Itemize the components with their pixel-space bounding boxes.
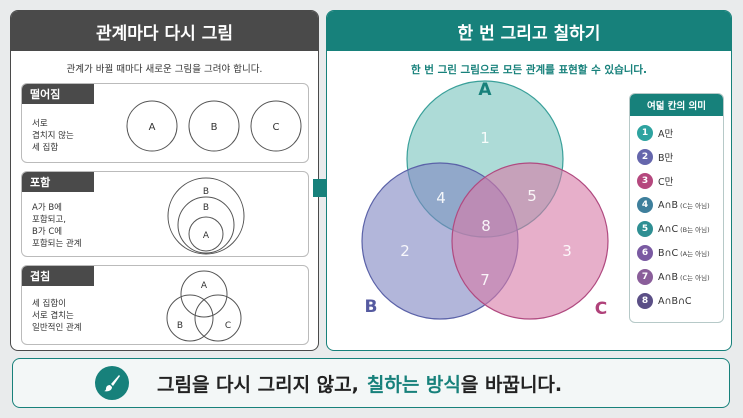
banner-text: 그림을 다시 그리지 않고, (157, 373, 359, 396)
legend-item: 8 A∩B∩C (637, 292, 692, 310)
left-panel-subtitle: 관계가 바뀔 때마다 새로운 그림을 그려야 합니다. (66, 64, 263, 75)
banner-highlight: 칠하는 방식 (366, 373, 461, 396)
legend-item: 2 B만 (637, 148, 673, 166)
legend-item: 1 A만 (637, 124, 673, 142)
relation-tag: 떨어짐 (22, 84, 94, 104)
venn-region-7: 7 (480, 271, 490, 289)
set-circle (188, 216, 224, 252)
legend-label: B만 (658, 153, 674, 164)
set-circle (166, 294, 214, 342)
venn-region-4: 4 (436, 189, 446, 207)
relation-tag: 포함 (22, 172, 94, 192)
venn-region-8: 8 (481, 217, 491, 235)
legend-number: 4 (637, 197, 653, 213)
left-panel: 관계마다 다시 그림 관계가 바뀔 때마다 새로운 그림을 그려야 합니다. 떨… (10, 10, 319, 351)
overlap-sets-diagram: A B C (166, 270, 242, 342)
set-circle (188, 100, 240, 152)
venn-label-c: C (595, 299, 607, 319)
legend-label: A∩B∩C (658, 295, 692, 307)
set-circle (126, 100, 178, 152)
legend-item: 3 C만 (637, 172, 673, 190)
legend-label: A∩C (658, 223, 679, 235)
set-label: B (177, 321, 183, 331)
legend-label: A만 (658, 129, 674, 140)
venn-region-3: 3 (562, 242, 572, 260)
legend-note: (A는 아님) (680, 250, 710, 258)
set-label: C (225, 321, 231, 331)
right-panel-title: 한 번 그리고 칠하기 (327, 11, 731, 51)
venn-set-c (451, 162, 609, 320)
set-label: B (203, 187, 209, 197)
right-panel: 한 번 그리고 칠하기 한 번 그린 그림으로 모든 관계를 표현할 수 있습니… (326, 10, 732, 351)
legend-title: 여덟 칸의 의미 (630, 94, 723, 116)
legend-label: B∩C (658, 247, 679, 259)
legend-label: C만 (658, 177, 674, 188)
venn-label-a: A (478, 80, 492, 100)
set-label: B (211, 122, 218, 133)
legend-note: (B는 아님) (680, 226, 710, 234)
inclusion-sets-diagram: B B A (167, 177, 245, 255)
right-panel-subtitle: 한 번 그린 그림으로 모든 관계를 표현할 수 있습니다. (410, 64, 648, 76)
relation-inclusion: 포함 A가 B에 포함되고, B가 C에 포함되는 관계 B B A (21, 171, 309, 257)
relation-tag: 겹침 (22, 266, 94, 286)
legend-number: 7 (637, 269, 653, 285)
legend-number: 6 (637, 245, 653, 261)
legend-number: 2 (637, 149, 653, 165)
set-circle (167, 177, 245, 255)
legend-number: 8 (637, 293, 653, 309)
venn-diagram: A B C 1 2 3 4 5 7 8 (361, 80, 609, 320)
left-panel-title: 관계마다 다시 그림 (11, 11, 318, 51)
venn-region-5: 5 (527, 187, 537, 205)
set-label: A (201, 281, 208, 291)
set-label: B (203, 203, 209, 213)
legend-item: 7 A∩B (C는 아님) (637, 268, 710, 286)
legend-label: A∩B (658, 271, 678, 283)
relation-desc: A가 B에 포함되고, B가 C에 포함되는 관계 (32, 203, 82, 249)
set-label: C (273, 122, 280, 133)
relation-separate: 떨어짐 서로 겹치지 않는 세 집합 A B C (21, 83, 309, 163)
paintbrush-icon (95, 366, 129, 400)
legend-note: (C는 아님) (679, 202, 710, 210)
venn-region-1: 1 (480, 129, 490, 147)
set-circle (180, 270, 228, 318)
set-label: A (203, 231, 210, 241)
legend-note: (C는 아님) (679, 274, 710, 282)
banner-suffix: 을 바꿉니다. (460, 373, 563, 396)
legend: 여덟 칸의 의미 1 A만 2 B만 3 C만 4 A∩B (C는 아님) 5 … (629, 93, 724, 323)
separate-sets-diagram: A B C (126, 100, 302, 152)
legend-number: 5 (637, 221, 653, 237)
legend-item: 6 B∩C (A는 아님) (637, 244, 710, 262)
set-circle (250, 100, 302, 152)
relation-desc: 서로 겹치지 않는 세 집합 (32, 119, 74, 153)
legend-item: 5 A∩C (B는 아님) (637, 220, 710, 238)
set-label: A (149, 122, 156, 133)
legend-number: 1 (637, 125, 653, 141)
relation-desc: 세 집합이 서로 겹치는 일반적인 관계 (32, 299, 82, 333)
bottom-banner: 그림을 다시 그리지 않고, 칠하는 방식을 바꿉니다. (12, 358, 730, 408)
legend-number: 3 (637, 173, 653, 189)
set-circle (194, 294, 242, 342)
legend-label: A∩B (658, 199, 678, 211)
venn-label-b: B (365, 297, 378, 317)
set-circle (177, 196, 235, 254)
legend-item: 4 A∩B (C는 아님) (637, 196, 710, 214)
relation-overlap: 겹침 세 집합이 서로 겹치는 일반적인 관계 A B C (21, 265, 309, 345)
venn-region-2: 2 (400, 242, 410, 260)
